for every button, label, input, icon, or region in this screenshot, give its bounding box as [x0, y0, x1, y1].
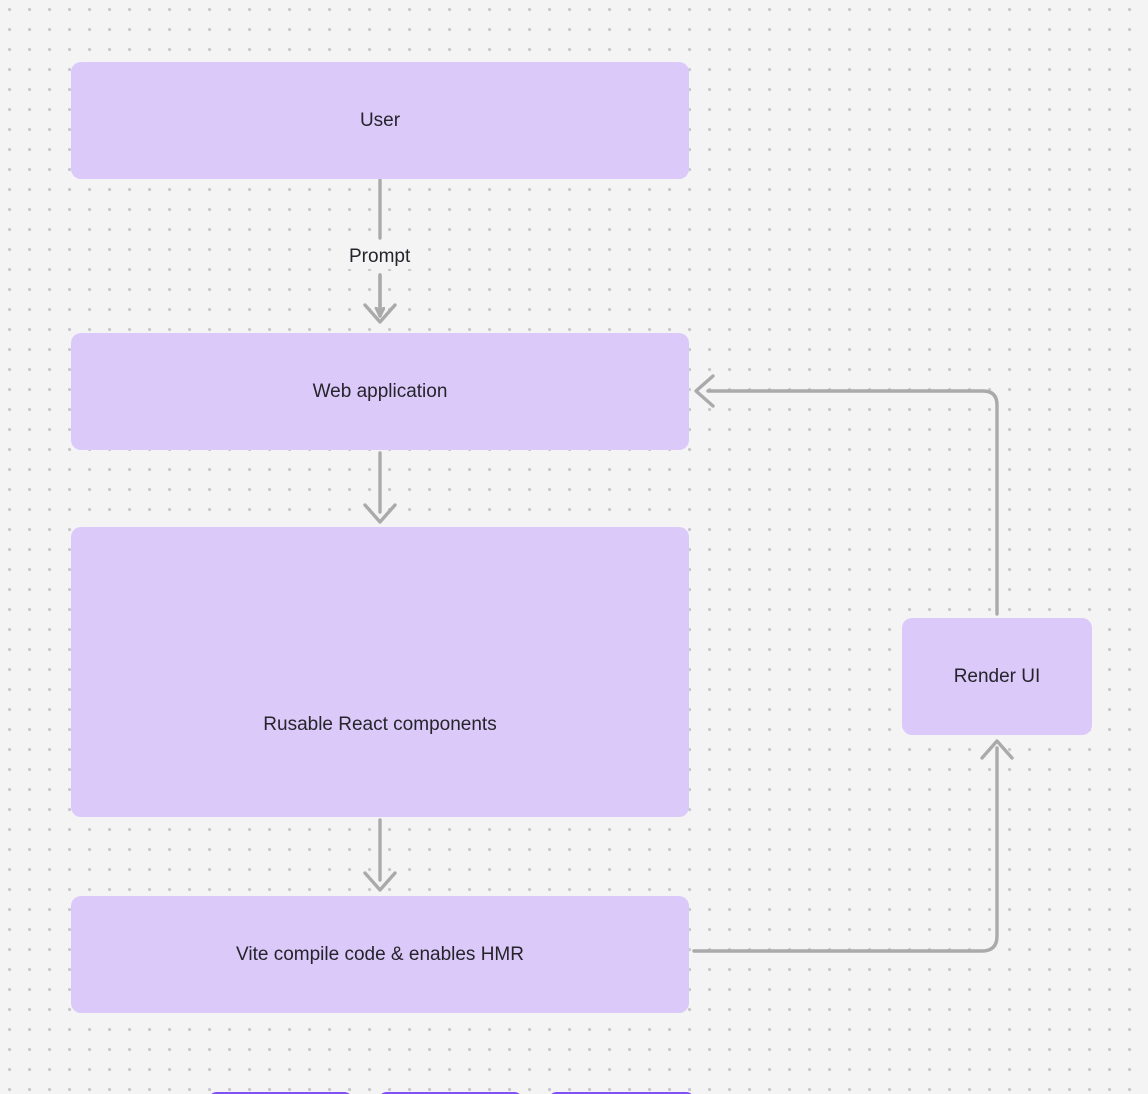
node-render-ui-label: Render UI	[953, 665, 1041, 687]
node-vite[interactable]: Vite compile code & enables HMR	[71, 896, 689, 1013]
edge-webapp-to-components	[363, 451, 397, 524]
card-html[interactable]: HTML = structure	[208, 1092, 353, 1094]
card-css[interactable]: CSS = Styles & Layouts	[378, 1092, 523, 1094]
edge-vite-to-render	[692, 739, 1014, 953]
node-react-components-container[interactable]: HTML = structure CSS = Styles & Layouts …	[71, 527, 695, 1094]
node-web-application-label: Web application	[312, 380, 448, 402]
node-web-application[interactable]: Web application	[71, 333, 689, 450]
node-vite-label: Vite compile code & enables HMR	[236, 943, 524, 965]
node-user-label: User	[359, 109, 401, 131]
edge-render-to-webapp	[694, 374, 999, 616]
node-user[interactable]: User	[71, 62, 689, 179]
node-render-ui[interactable]: Render UI	[902, 618, 1092, 735]
edge-label-prompt: Prompt	[343, 245, 417, 269]
edge-components-to-vite	[363, 818, 397, 892]
card-javascript[interactable]: Javascript = Interactivity	[548, 1092, 695, 1094]
react-components-caption: Rusable React components	[263, 714, 497, 735]
